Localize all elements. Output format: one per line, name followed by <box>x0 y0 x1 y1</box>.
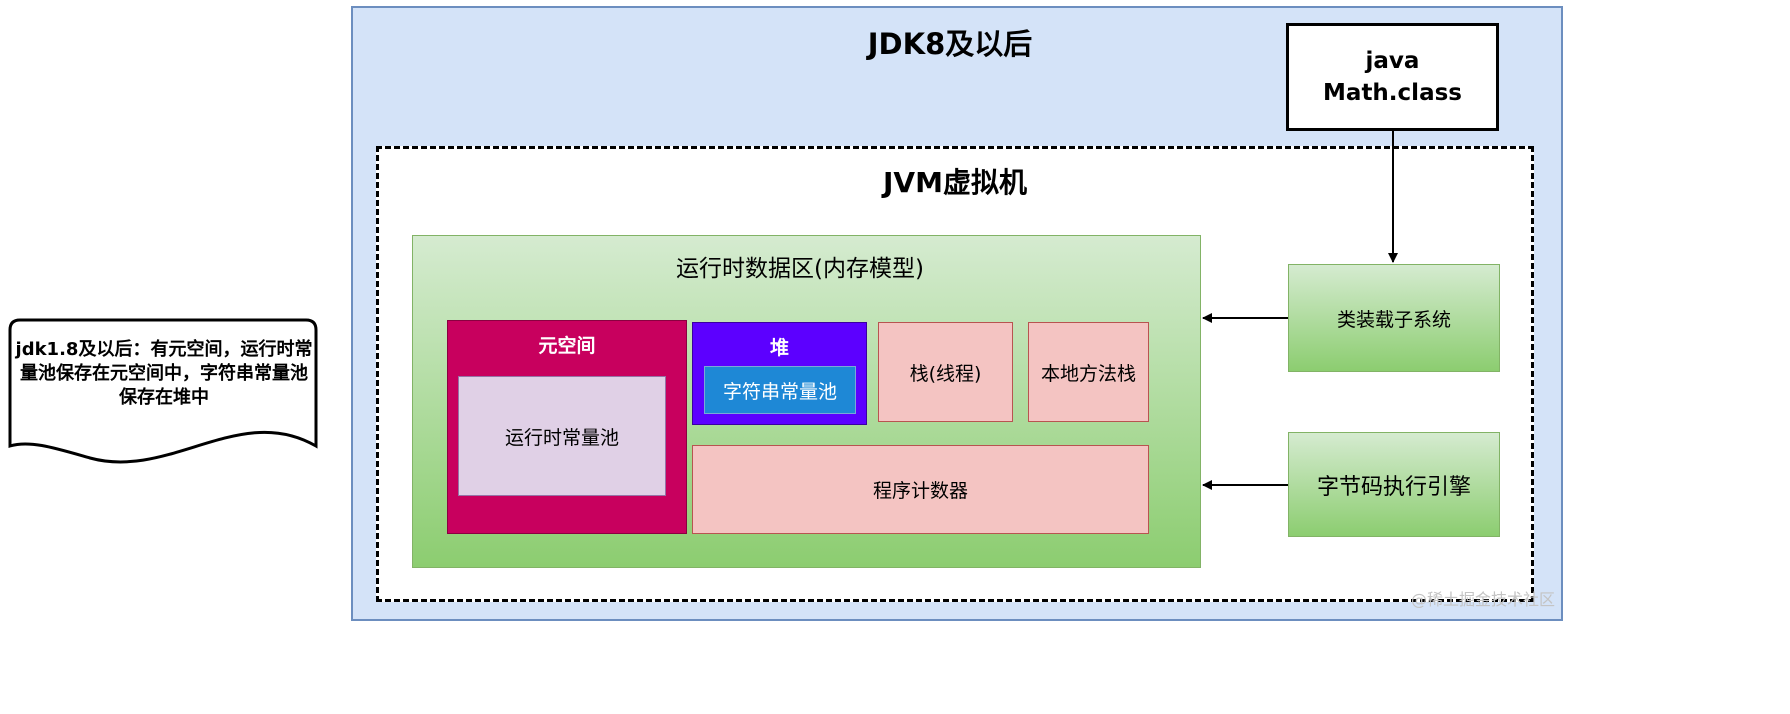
metaspace-label: 元空间 <box>538 334 596 357</box>
execution-engine-box[interactable]: 字节码执行引擎 <box>1288 432 1500 537</box>
jdk-title: JDK8及以后 <box>867 27 1033 61</box>
note-text: jdk1.8及以后：有元空间，运行时常量池保存在元空间中，字符串常量池保存在堆中 <box>15 339 313 408</box>
program-counter-box[interactable]: 程序计数器 <box>692 445 1149 534</box>
class-file-box[interactable]: java Math.class <box>1286 23 1499 131</box>
string-constant-pool-box[interactable]: 字符串常量池 <box>704 366 856 414</box>
native-method-stack-box[interactable]: 本地方法栈 <box>1028 322 1149 422</box>
class-loader-box[interactable]: 类装载子系统 <box>1288 264 1500 372</box>
stack-box[interactable]: 栈(线程) <box>878 322 1013 422</box>
class-file-line2: Math.class <box>1323 80 1462 106</box>
jvm-title: JVM虚拟机 <box>883 166 1027 199</box>
class-file-line1: java <box>1365 48 1420 74</box>
runtime-data-area-title: 运行时数据区(内存模型) <box>676 256 924 282</box>
runtime-constant-pool-box[interactable]: 运行时常量池 <box>458 376 666 496</box>
heap-label: 堆 <box>769 336 789 359</box>
watermark: @稀土掘金技术社区 <box>1410 590 1555 609</box>
